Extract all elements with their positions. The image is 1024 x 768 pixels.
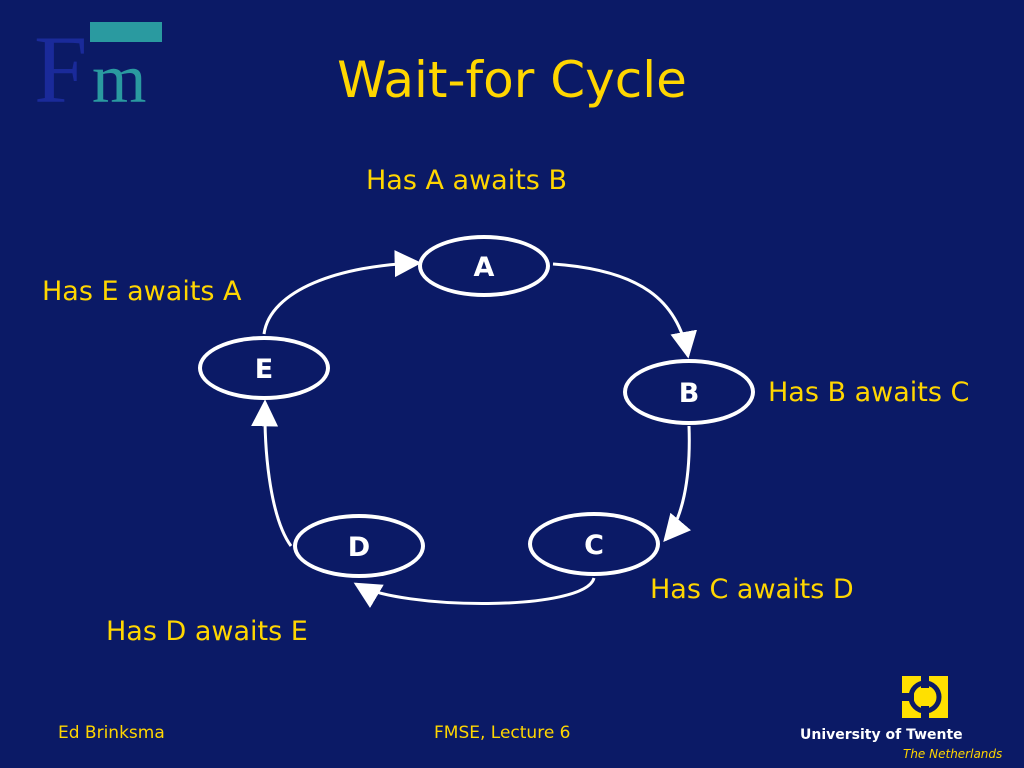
node-label-a: A	[474, 252, 495, 283]
footer-course: FMSE, Lecture 6	[434, 723, 571, 743]
node-label-d: D	[348, 532, 370, 563]
edge-b-to-c	[663, 425, 692, 543]
annotation-b: Has B awaits C	[768, 377, 970, 408]
node-label-c: C	[584, 530, 604, 561]
node-inner-e	[202, 340, 326, 396]
node-inner-a	[422, 239, 546, 293]
logo-letter-f: F	[34, 20, 87, 106]
node-inner-b	[627, 363, 751, 421]
edge-e-to-a	[262, 250, 422, 335]
university-logo	[902, 676, 948, 718]
edge-c-to-d	[353, 577, 596, 608]
university-country: The Netherlands	[903, 747, 1003, 761]
logo-letter-m: m	[92, 41, 146, 106]
node-inner-c	[532, 516, 656, 572]
fmt-logo: F m T	[34, 20, 162, 106]
edge-d-to-e	[251, 399, 293, 547]
node-inner-d	[297, 518, 421, 574]
node-label-e: E	[255, 354, 273, 385]
annotation-a: Has A awaits B	[366, 165, 567, 196]
node-b: B	[623, 359, 755, 425]
node-e: E	[198, 336, 330, 400]
footer-author: Ed Brinksma	[58, 723, 165, 743]
university-name: University of Twente	[800, 727, 963, 743]
node-d: D	[293, 514, 425, 578]
annotation-e: Has E awaits A	[42, 276, 242, 307]
node-a: A	[418, 235, 550, 297]
annotation-d: Has D awaits E	[106, 616, 308, 647]
node-c: C	[528, 512, 660, 576]
logo-t-bar	[90, 22, 162, 42]
edge-a-to-b	[552, 262, 698, 359]
annotation-c: Has C awaits D	[650, 574, 854, 605]
slide-title: Wait-for Cycle	[337, 51, 687, 109]
node-label-b: B	[679, 378, 700, 409]
